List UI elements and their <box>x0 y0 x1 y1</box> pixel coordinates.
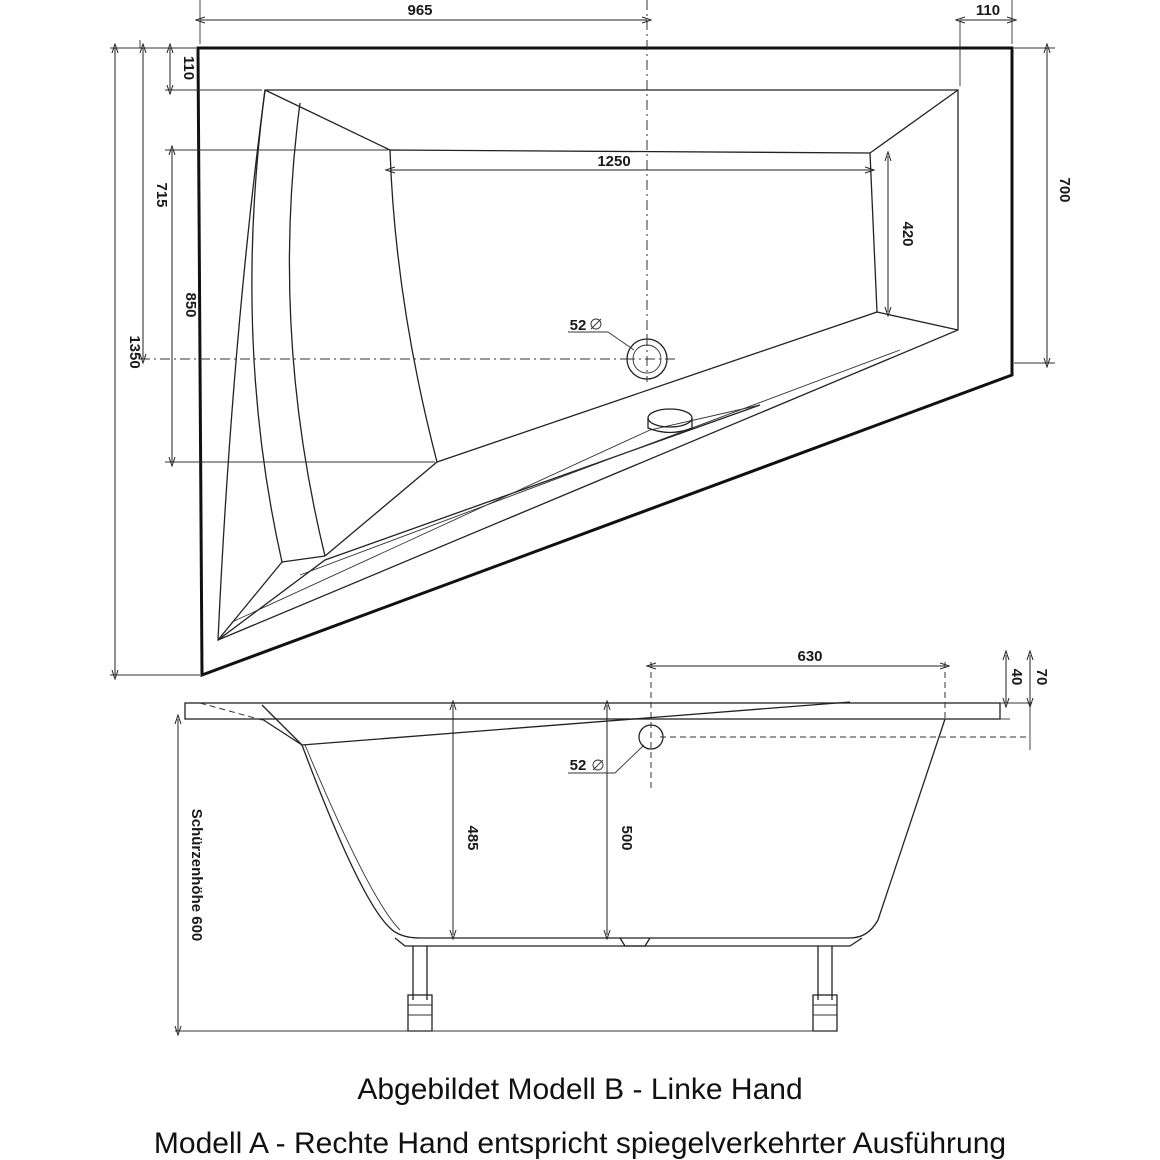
top-view: 965 110 1350 715 110 850 700 1250 42 <box>110 0 1073 675</box>
top-view-inner-rim <box>217 89 959 641</box>
foot-right <box>812 946 838 1032</box>
overflow-icon <box>647 408 693 428</box>
foot-left <box>407 946 433 1032</box>
dim-420-label: 420 <box>899 221 916 246</box>
dim-1350-label: 1350 <box>126 335 143 368</box>
dim-apron-label: Schürzenhöhe 600 <box>188 809 205 942</box>
dim-850-label: 850 <box>182 292 199 317</box>
dim-485-label: 485 <box>464 825 481 850</box>
top-view-basin-floor <box>389 149 878 463</box>
dim-1250-label: 1250 <box>597 153 630 170</box>
dim-40-label: 40 <box>1008 669 1025 686</box>
dim-70-label: 70 <box>1033 669 1050 686</box>
diameter-icon <box>590 318 602 330</box>
side-view-tub-body <box>261 718 946 939</box>
dim-630-label: 630 <box>797 648 822 665</box>
dim-110-left-label: 110 <box>180 56 197 80</box>
dim-52-side-label: 52 <box>570 757 587 774</box>
caption-line-1: Abgebildet Modell B - Linke Hand <box>357 1073 802 1106</box>
side-view: 630 40 70 52 485 500 Schürzenhöhe 600 <box>175 648 1050 1031</box>
caption-line-2: Modell A - Rechte Hand entspricht spiege… <box>154 1127 1006 1160</box>
dim-965-label: 965 <box>407 2 432 19</box>
dim-700-label: 700 <box>1056 177 1073 202</box>
top-view-outer-rim <box>196 46 1014 678</box>
dim-715-label: 715 <box>153 182 170 207</box>
side-view-rim <box>184 702 1001 720</box>
dim-52-top-label: 52 <box>570 317 587 334</box>
dim-500-label: 500 <box>618 825 635 850</box>
dim-110-top-label: 110 <box>976 2 1000 19</box>
